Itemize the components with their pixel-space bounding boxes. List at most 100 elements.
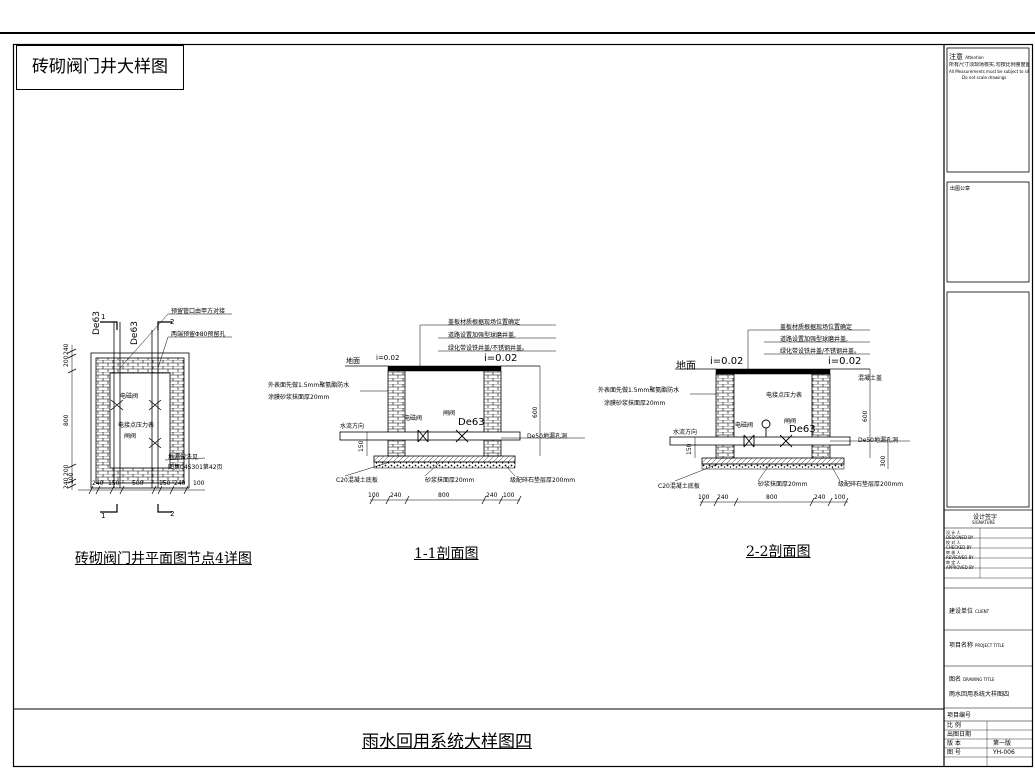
plan-dim-h-4: 150 [159, 480, 171, 487]
tb-drawing-cn: 图名 [949, 676, 962, 683]
sec2-dim-2: 800 [766, 494, 778, 501]
sec1-ground-label: 地面 [346, 357, 360, 365]
tb-sign-en: SIGNATURE [972, 520, 995, 525]
sec2-wall-note-1: 外表面先做1.5mm聚氨酯防水 [598, 387, 680, 394]
sec1-dim-2: 800 [438, 492, 450, 499]
plan-note-1: 预留管口由甲方对接 [171, 308, 226, 315]
tb-row-3: 版 本第一版 [947, 740, 1012, 747]
plan-dim-h-6: 100 [193, 480, 205, 487]
sec1-slope-left: i=0.02 [376, 354, 400, 362]
sec2-dim-4: 100 [834, 494, 846, 501]
tb-row-1: 比 例 [947, 722, 961, 729]
plan-note-3: 地漏做法见 [168, 454, 199, 461]
tb-client: 建设单位 CLIENT [949, 606, 989, 615]
sec2-plaster-label: 砂浆抹面厚20mm [758, 481, 808, 488]
sec2-caption: 2-2剖面图 [746, 544, 811, 560]
plan-view [67, 313, 232, 513]
sec2-valve-1: 电磁阀 [735, 422, 754, 429]
sec1-caption: 1-1剖面图 [414, 546, 479, 562]
sec2-dim-3: 240 [814, 494, 826, 501]
sec1-slope-right: i=0.02 [484, 353, 518, 364]
section-2-2 [669, 329, 910, 507]
sec1-dim-1: 240 [390, 492, 402, 499]
tb-attention-cn: 注意 [949, 53, 963, 61]
sec1-pipe-label: De63 [458, 417, 485, 428]
sec1-plaster-label: 砂浆抹面厚20mm [425, 477, 475, 484]
plan-dim-h-0: 100 [68, 472, 75, 484]
sec2-h1: 150 [686, 443, 693, 455]
sec2-valve-2: 闸阀 [784, 418, 797, 425]
sec1-lid-note-3: 绿化带设铁井盖/不锈钢井盖。 [448, 345, 529, 352]
tb-attention-en-1: All Measurements must be subject to site… [949, 69, 1029, 74]
sec2-wall-note-2: 涂膜砂浆抹面厚20mm [604, 400, 666, 407]
plan-section-mark-1-top: 1 [101, 313, 106, 321]
sec1-wall-note-1: 外表面先做1.5mm聚氨酯防水 [268, 382, 350, 389]
tb-drawing: 图名 DRAWING TITLE [949, 674, 994, 683]
sec2-lid-note-1: 盖板材质根据现场位置确定 [780, 324, 853, 331]
sec2-base-label: C20混凝土底板 [658, 483, 700, 490]
sec2-pipe-label: De63 [789, 424, 816, 435]
tb-client-en: CLIENT [974, 609, 990, 614]
tb-project: 项目名称 PROJECT TITLE [949, 640, 1004, 649]
sec1-wall-note-2: 涂膜砂浆抹面厚20mm [268, 394, 330, 401]
plan-pipe-label-a: De63 [92, 311, 102, 335]
plan-dim-v-2: 800 [63, 414, 70, 426]
tb-attention-en: Attention [965, 55, 984, 60]
sec1-lid-note-2: 道路设置加强型球磨井盖, [448, 332, 516, 339]
sec2-dim-1: 240 [717, 494, 729, 501]
sec1-valve-2: 闸阀 [443, 410, 456, 417]
plan-section-mark-2-bottom: 2 [170, 510, 175, 518]
sec2-dim-0: 100 [698, 494, 710, 501]
plan-dim-v-0: 240 [63, 343, 70, 355]
tb-attention-text: 所有尺寸须现场核实,勿按比例量度图纸 [949, 62, 1029, 68]
sec2-hole-label: De50地漏孔洞 [858, 437, 898, 444]
main-title: 雨水回用系统大样图四 [362, 732, 532, 752]
detail-title: 砖砌阀门井大样图 [16, 45, 184, 90]
tb-drawing-title: 雨水回用系统大样图四 [949, 691, 1010, 698]
sec1-lid-note-1: 盖板材质根据现场位置确定 [448, 319, 521, 326]
titleblock-lines [944, 47, 1032, 767]
plan-dim-v-1: 200 [63, 355, 70, 367]
sec1-dim-0: 100 [368, 492, 380, 499]
tb-project-en: PROJECT TITLE [974, 643, 1005, 648]
sec2-h3: 300 [880, 455, 887, 467]
plan-dim-h-1: 240 [92, 480, 104, 487]
tb-stamp-label: 出图公章 [950, 186, 971, 192]
plan-valve-3: 闸阀 [124, 433, 137, 440]
plan-pipe-label-b: De63 [130, 321, 140, 345]
plan-dim-h-2: 150 [108, 480, 120, 487]
tb-drawing-en: DRAWING TITLE [962, 677, 995, 682]
sec2-gauge-label: 电接点压力表 [766, 392, 803, 399]
section-1-1 [339, 324, 585, 505]
plan-note-4: 图集04S301第42页 [168, 464, 223, 471]
plan-valve-2: 电接点压力表 [118, 422, 155, 429]
tb-client-cn: 建设单位 [949, 608, 974, 615]
tb-row-0: 项目编号 [947, 712, 972, 719]
sec1-hole-label: De50地漏孔洞 [527, 433, 567, 440]
sec1-dim-4: 100 [503, 492, 515, 499]
sec2-h2: 600 [862, 410, 869, 422]
tb-sign-cn: 设计签字 [973, 514, 998, 521]
plan-note-2: 两端预留Φ80预留孔 [171, 331, 226, 338]
sec2-cover-label: 混凝土盖 [858, 375, 883, 382]
sec1-h1: 150 [358, 440, 365, 452]
sec2-ground-label: 地面 [676, 361, 696, 372]
sec1-flow-label: 水流方向 [340, 423, 365, 430]
plan-caption: 砖砌阀门井平面图节点4详图 [75, 551, 252, 567]
sec1-gravel-label: 级配碎石垫层厚200mm [510, 477, 576, 484]
plan-dim-h-5: 240 [174, 480, 186, 487]
tb-attention: 注意 Attention [949, 52, 984, 62]
sec1-dim-3: 240 [486, 492, 498, 499]
sec1-base-label: C20混凝土底板 [336, 477, 378, 484]
sec1-valve-1: 电磁阀 [404, 415, 423, 422]
plan-section-mark-1-bottom: 1 [101, 512, 106, 520]
sec2-slope-right: i=0.02 [828, 356, 862, 367]
